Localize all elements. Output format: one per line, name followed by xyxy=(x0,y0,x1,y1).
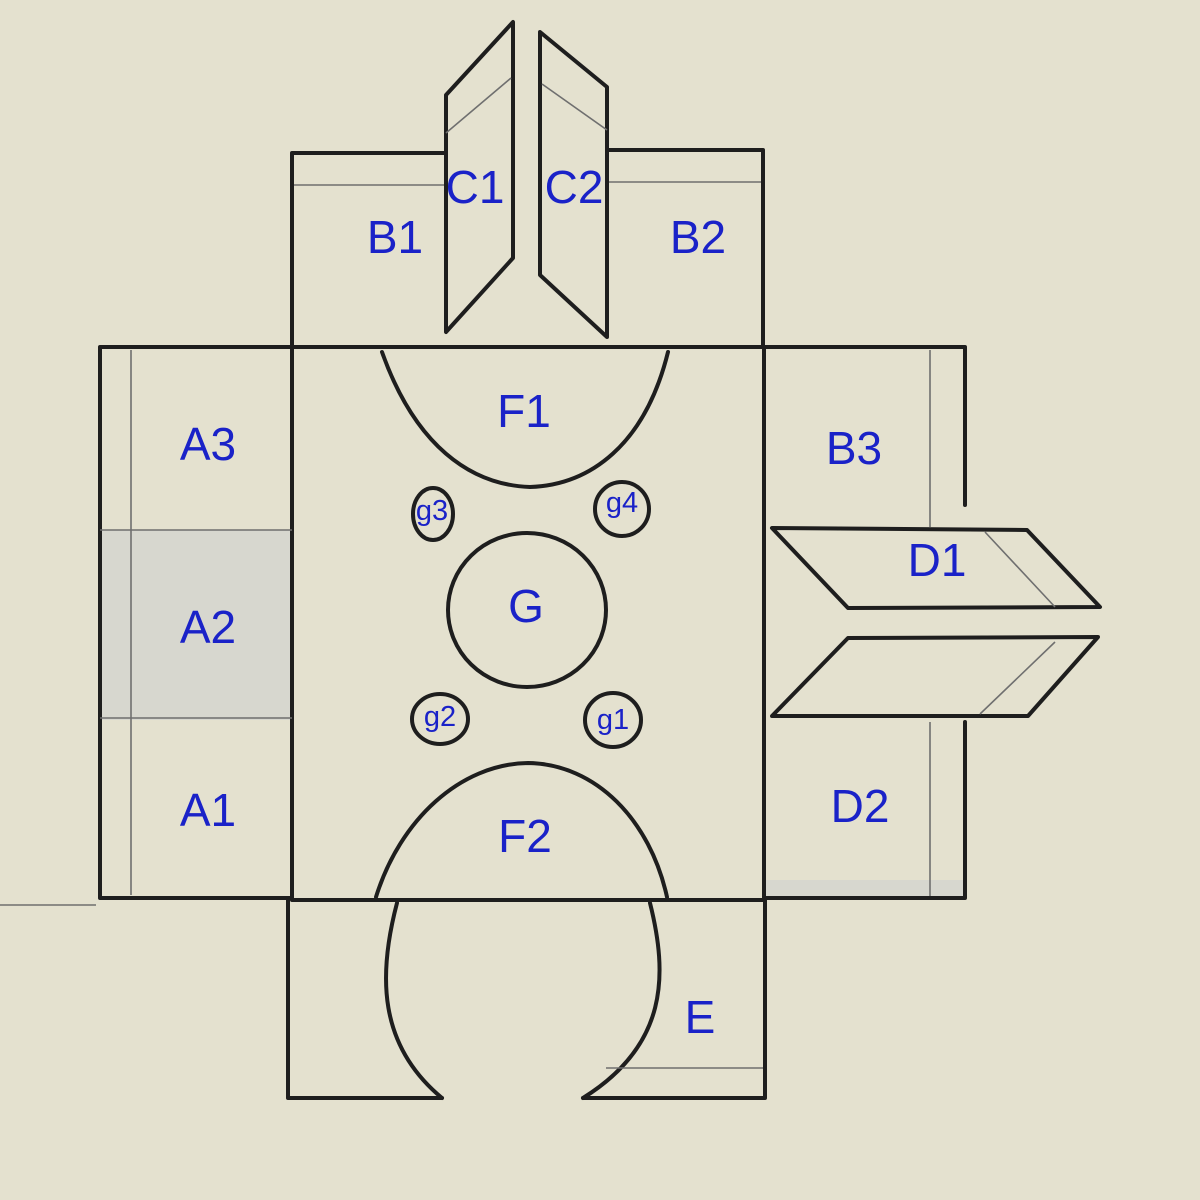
circle-g xyxy=(446,531,608,689)
panel-b1-outline xyxy=(290,151,448,349)
circle-g1 xyxy=(583,691,643,749)
circle-g2 xyxy=(410,692,470,746)
panel-d2-shade xyxy=(765,880,965,898)
label-c1: C1 xyxy=(446,161,505,213)
tab-c1 xyxy=(444,20,515,334)
label-d1: D1 xyxy=(908,534,967,586)
label-g3: g3 xyxy=(416,495,448,527)
panel-b2-outline xyxy=(606,148,765,349)
panel-e-left-curve xyxy=(384,901,444,1100)
tab-d2 xyxy=(770,635,1100,718)
circle-g4 xyxy=(593,480,651,538)
label-a3: A3 xyxy=(180,418,236,470)
label-g: G xyxy=(508,580,544,632)
arc-f1 xyxy=(380,350,670,489)
label-f2: F2 xyxy=(498,810,552,862)
label-g2: g2 xyxy=(424,701,456,733)
label-a1: A1 xyxy=(180,784,236,836)
label-b3: B3 xyxy=(826,422,882,474)
label-b1: B1 xyxy=(367,211,423,263)
panel-b3-outline xyxy=(762,345,967,507)
label-b2: B2 xyxy=(670,211,726,263)
label-g4: g4 xyxy=(606,487,638,519)
panel-e-left-outline xyxy=(286,898,444,1100)
label-d2: D2 xyxy=(831,780,890,832)
label-a2: A2 xyxy=(180,601,236,653)
tab-c1-fold-line xyxy=(445,77,512,134)
tab-c2-fold-line xyxy=(541,83,608,131)
panel-d2-outline xyxy=(762,720,967,900)
label-f1: F1 xyxy=(497,385,551,437)
label-c2: C2 xyxy=(545,161,604,213)
panel-e-right-curve xyxy=(581,901,662,1100)
tab-d1-fold-line xyxy=(984,531,1056,608)
tab-d1 xyxy=(770,526,1102,610)
arc-f2 xyxy=(374,761,669,899)
panel-e-right-outline xyxy=(581,898,767,1100)
tab-c2 xyxy=(538,30,609,339)
tab-d2-fold-line xyxy=(979,641,1056,715)
label-g1: g1 xyxy=(597,704,629,736)
circle-g3 xyxy=(411,486,455,542)
label-e: E xyxy=(685,991,716,1043)
panel-a-dividers xyxy=(100,529,292,719)
